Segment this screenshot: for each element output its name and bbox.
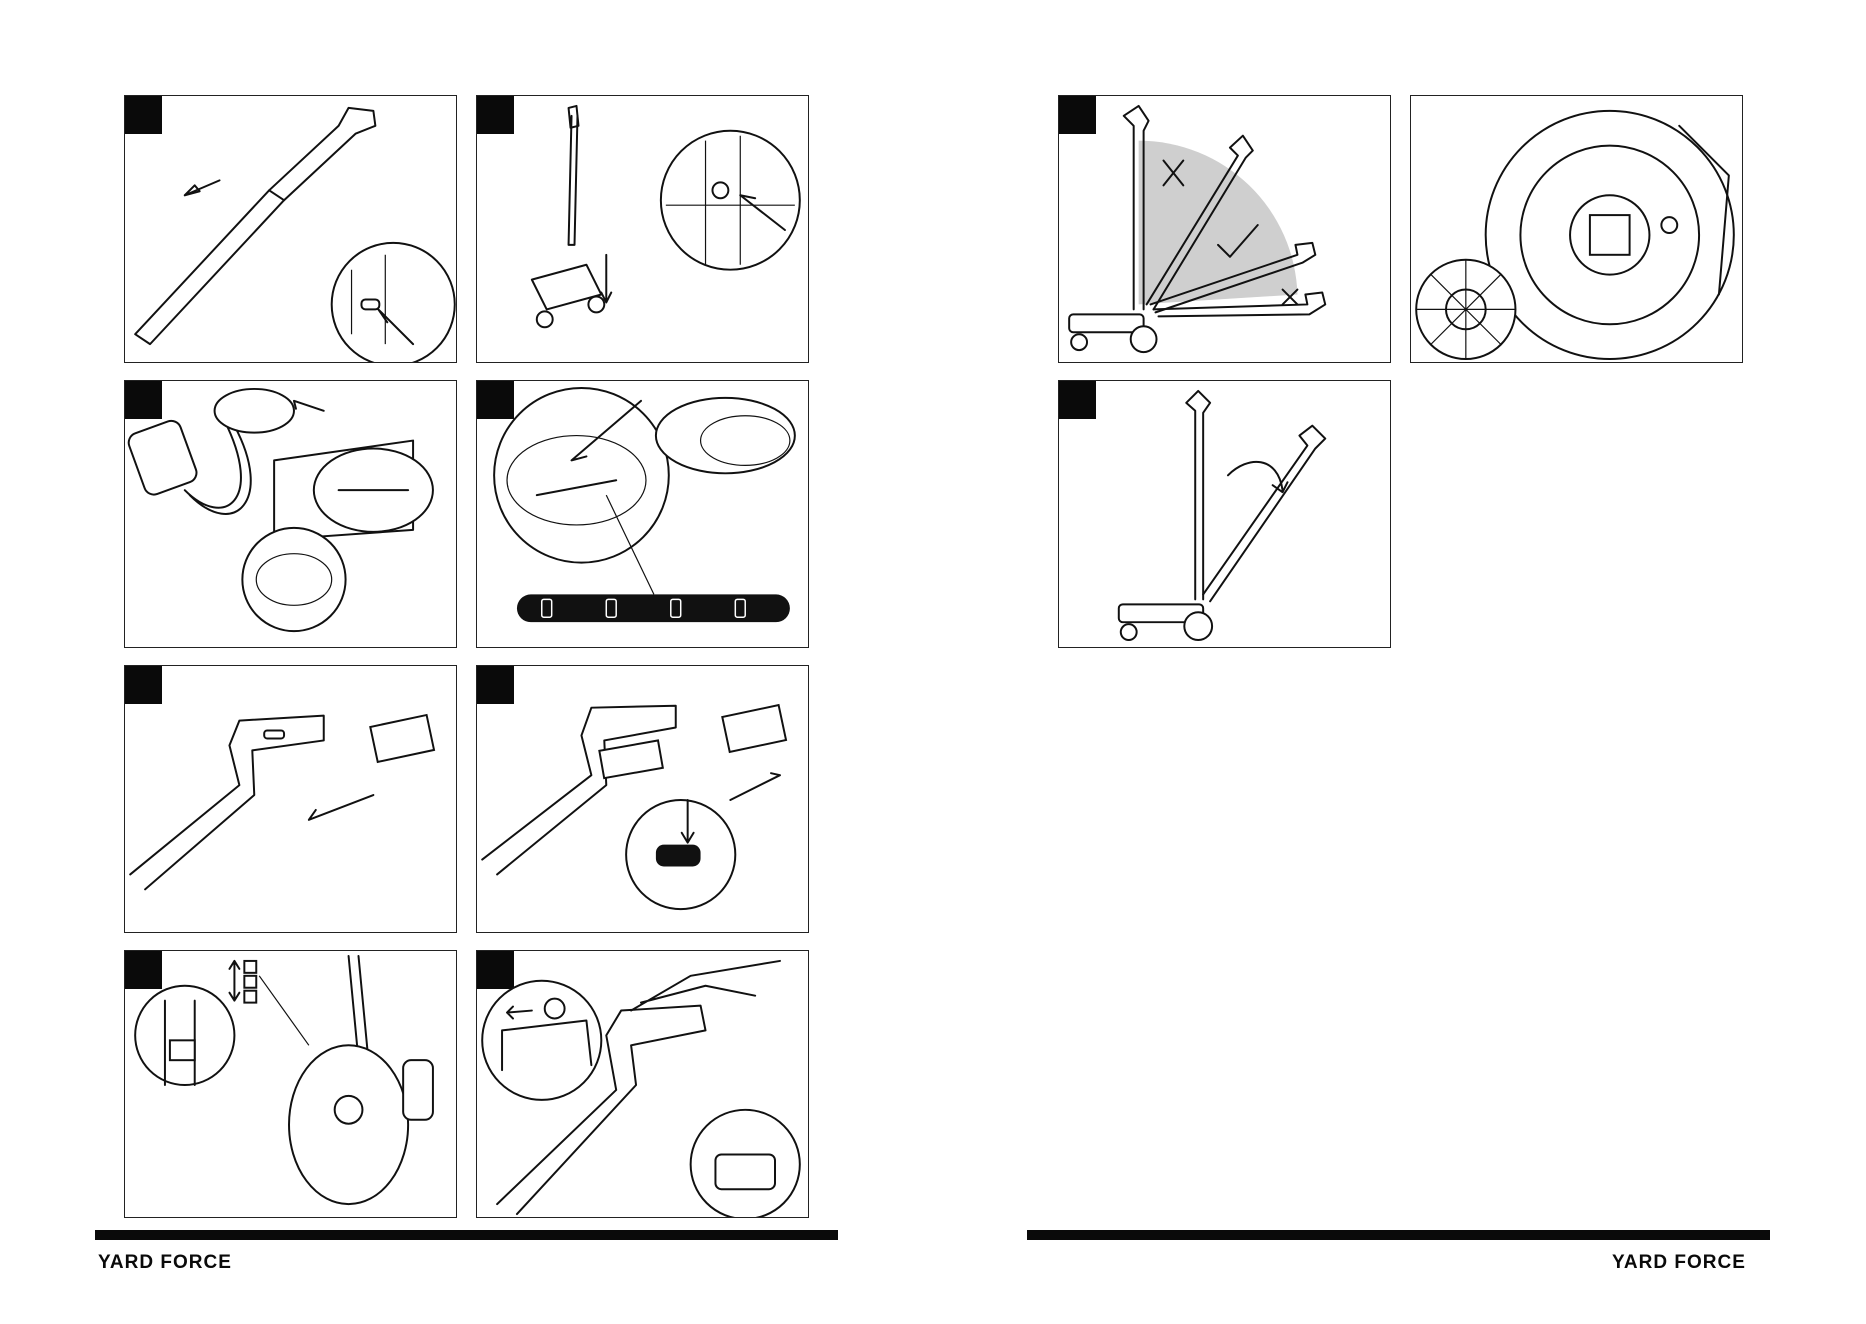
battery-level-illustration <box>477 381 808 647</box>
illustration-panel-blade-detail <box>1410 95 1743 363</box>
footer-rule-right <box>1027 1230 1770 1240</box>
battery-release-illustration <box>477 666 808 932</box>
illustration-panel-start-switch <box>476 950 809 1218</box>
illustration-panel-battery-insert <box>124 665 457 933</box>
illustration-panel-handle-angle <box>1058 95 1391 363</box>
handle-insert-illustration <box>477 96 808 362</box>
handle-angle-illustration <box>1059 96 1390 362</box>
height-adjust-illustration <box>125 951 456 1217</box>
brand-logo-left: YARD FORCE <box>98 1252 232 1274</box>
blade-detail-illustration <box>1411 96 1742 362</box>
illustration-panel-battery-release <box>476 665 809 933</box>
illustration-panel-handle-fold <box>1058 380 1391 648</box>
handle-extension-illustration <box>125 96 456 362</box>
battery-indicator-bar <box>517 594 790 622</box>
illustration-panel-handle-insert <box>476 95 809 363</box>
illustration-panel-handle-extension <box>124 95 457 363</box>
illustration-panel-battery-charger <box>124 380 457 648</box>
brand-logo-right: YARD FORCE <box>1612 1252 1746 1274</box>
footer-rule-left <box>95 1230 838 1240</box>
start-switch-illustration <box>477 951 808 1217</box>
battery-charger-illustration <box>125 381 456 647</box>
illustration-panel-battery-level-indicator <box>476 380 809 648</box>
illustration-panel-height-adjust <box>124 950 457 1218</box>
battery-insert-illustration <box>125 666 456 932</box>
handle-fold-illustration <box>1059 381 1390 647</box>
